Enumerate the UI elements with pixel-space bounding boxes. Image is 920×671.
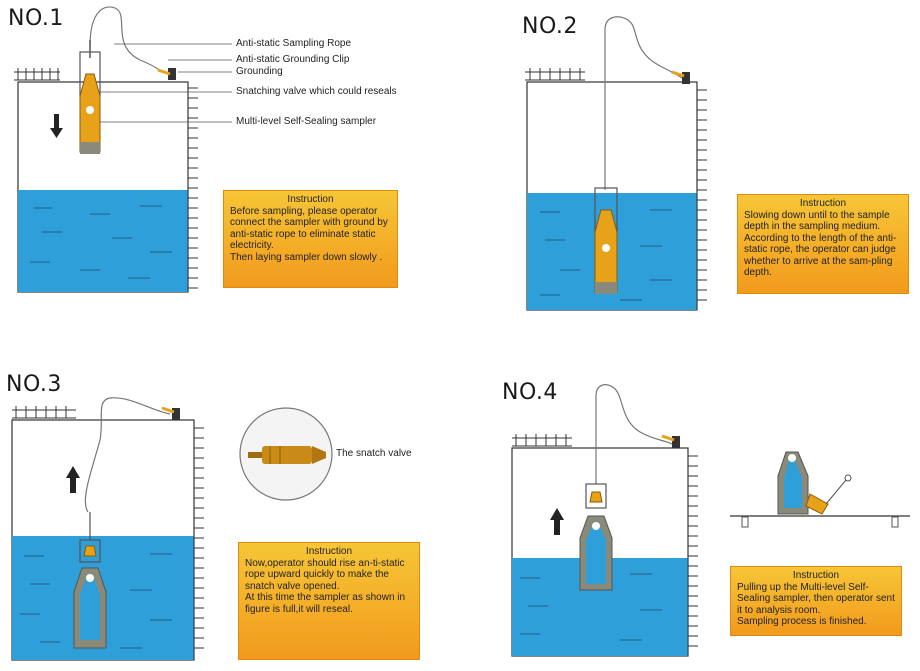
- callout-grounding: Grounding: [236, 66, 283, 77]
- instruction-body: Before sampling, please operator connect…: [230, 205, 388, 263]
- snatch-valve-label: The snatch valve: [336, 448, 412, 459]
- water-ripples: [540, 209, 672, 301]
- wall-ladder: [193, 420, 204, 660]
- callout-leaders: [100, 43, 232, 123]
- instruction-box-3: Instruction Now,operator should rise an-…: [238, 542, 420, 660]
- instruction-body: Now,operator should rise an-ti-static ro…: [245, 557, 406, 615]
- callout-clip: Anti-static Grounding Clip: [236, 54, 350, 65]
- instruction-heading: Instruction: [799, 198, 847, 209]
- panel-1-title: NO.1: [8, 6, 64, 31]
- panel-3-title: NO.3: [6, 372, 62, 397]
- grounding-clip: [161, 406, 180, 420]
- sampler-body: [579, 515, 613, 591]
- analysis-table: [730, 451, 910, 528]
- water-ripples: [520, 573, 662, 641]
- callout-rope: Anti-static Sampling Rope: [236, 38, 352, 49]
- water-ripples: [20, 553, 172, 649]
- grounding-clip: [157, 68, 176, 80]
- anti-static-rope: [84, 397, 171, 513]
- callout-sampler: Multi-level Self-Sealing sampler: [236, 116, 377, 127]
- panel-2-title: NO.2: [522, 14, 578, 39]
- instruction-box-1: Instruction Before sampling, please oper…: [223, 190, 398, 288]
- instruction-body: Slowing down until to the sample depth i…: [744, 209, 897, 279]
- wall-ladder: [696, 82, 707, 310]
- railing: [512, 434, 572, 447]
- instruction-heading: Instruction: [287, 194, 334, 205]
- instruction-box-2: Instruction Slowing down until to the sa…: [737, 194, 909, 294]
- railing: [14, 68, 60, 81]
- sampler-body: [73, 567, 107, 649]
- sampler-frame: [585, 483, 607, 509]
- instruction-heading: Instruction: [305, 546, 353, 557]
- instruction-box-4: Instruction Pulling up the Multi-level S…: [730, 566, 902, 636]
- railing: [12, 406, 76, 419]
- sampler: [79, 73, 101, 154]
- grounding-clip: [661, 434, 680, 448]
- sampler: [594, 209, 618, 294]
- up-arrow-icon: [550, 508, 564, 535]
- wall-ladder: [687, 448, 698, 656]
- up-arrow-icon: [66, 466, 80, 493]
- snatch-valve: [83, 545, 97, 557]
- grounding-clip: [671, 70, 690, 84]
- wall-ladder: [187, 82, 198, 292]
- water-ripples: [30, 205, 172, 279]
- panel-4-title: NO.4: [502, 380, 558, 405]
- water: [18, 190, 188, 292]
- instruction-body: Pulling up the Multi-level Self-Sealing …: [737, 581, 895, 628]
- anti-static-rope: [595, 384, 673, 484]
- down-arrow-icon: [50, 114, 63, 138]
- snatch-valve: [589, 491, 603, 503]
- railing: [525, 68, 585, 81]
- anti-static-rope: [89, 6, 169, 75]
- instruction-heading: Instruction: [792, 570, 840, 581]
- snatch-valve-photo: [239, 407, 333, 501]
- callout-valve: Snatching valve which could reseals: [236, 86, 397, 97]
